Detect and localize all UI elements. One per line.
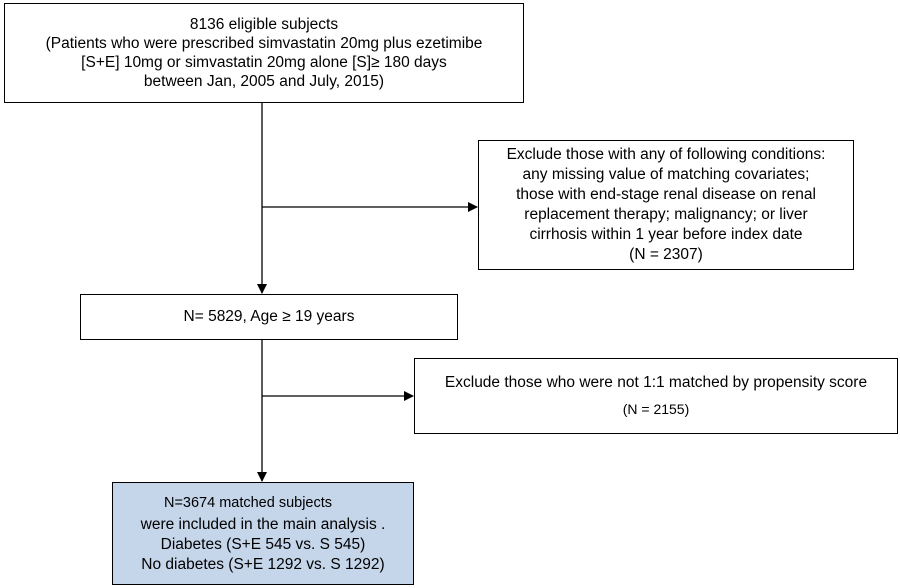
matched-line-1: N=3674 matched subjects (163, 494, 333, 511)
matched-subjects-box: N=3674 matched subjects were included in… (112, 482, 414, 585)
exclusion-1-count: (N = 2307) (629, 246, 703, 263)
exclusion-1-line-2: any missing value of matching covariates… (522, 166, 810, 183)
exclusion-1-line-3: those with end-stage renal disease on re… (516, 186, 816, 203)
matched-line-4: No diabetes (S+E 1292 vs. S 1292) (141, 555, 385, 573)
propensity-exclusion-box: Exclude those who were not 1:1 matched b… (414, 358, 898, 434)
exclusion-1-line-1: Exclude those with any of following cond… (506, 146, 826, 163)
matched-line-3: Diabetes (S+E 545 vs. S 545) (160, 535, 366, 553)
matched-line-2: were included in the main analysis . (140, 515, 386, 533)
exclusion-1-line-4: replacement therapy; malignancy; or live… (524, 206, 808, 223)
exclusion-2-label: Exclude those who were not 1:1 matched b… (444, 374, 868, 391)
eligible-line-2: (Patients who were prescribed simvastati… (45, 35, 483, 52)
eligible-line-3: [S+E] 10mg or simvastatin 20mg alone [S]… (81, 54, 447, 71)
exclusion-2-count: (N = 2155) (622, 401, 690, 417)
eligible-line-1: 8136 eligible subjects (189, 16, 339, 33)
eligible-line-4: between Jan, 2005 and July, 2015) (143, 73, 385, 90)
adult-cohort-label: N= 5829, Age ≥ 19 years (183, 308, 355, 325)
adult-cohort-box: N= 5829, Age ≥ 19 years (80, 294, 458, 340)
exclusion-conditions-box: Exclude those with any of following cond… (478, 140, 854, 270)
exclusion-1-line-5: cirrhosis within 1 year before index dat… (529, 226, 803, 243)
eligible-subjects-box: 8136 eligible subjects (Patients who wer… (4, 3, 524, 103)
